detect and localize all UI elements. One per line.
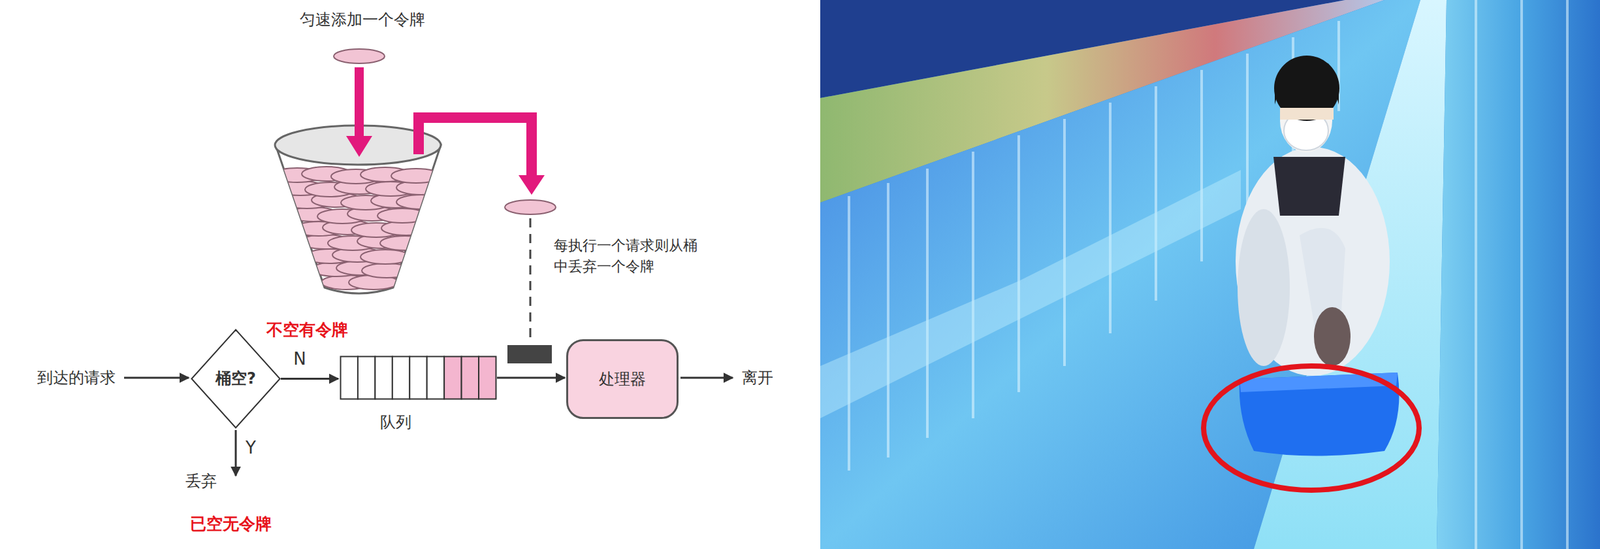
condition-label: 已空无令牌 xyxy=(190,513,272,534)
output-label: 离开 xyxy=(741,368,774,388)
top-note: 匀速添加一个令牌 xyxy=(299,10,426,30)
decision-diamond: 桶空? xyxy=(190,328,281,429)
process-box: 处理器 xyxy=(566,338,679,419)
flow-arrow xyxy=(496,376,565,379)
side-note: 每执行一个请求则从桶中丢弃一个令牌 xyxy=(553,235,711,277)
branch-label: N xyxy=(291,348,307,369)
node-label: 处理器 xyxy=(598,369,646,389)
person-on-sled xyxy=(1203,55,1420,490)
token-flow-arrows xyxy=(333,48,556,364)
drop-label: 丢弃 xyxy=(185,471,217,491)
queue-cells xyxy=(339,355,497,400)
input-label: 到达的请求 xyxy=(37,368,116,388)
queue-label: 队列 xyxy=(380,412,412,432)
node-label: 桶空? xyxy=(215,368,256,388)
queue-box: 队列 xyxy=(339,355,497,400)
photo-background xyxy=(820,0,1600,549)
branch-label: Y xyxy=(245,437,256,458)
condition-label: 不空有令牌 xyxy=(266,320,349,340)
flow-arrow xyxy=(280,377,339,380)
